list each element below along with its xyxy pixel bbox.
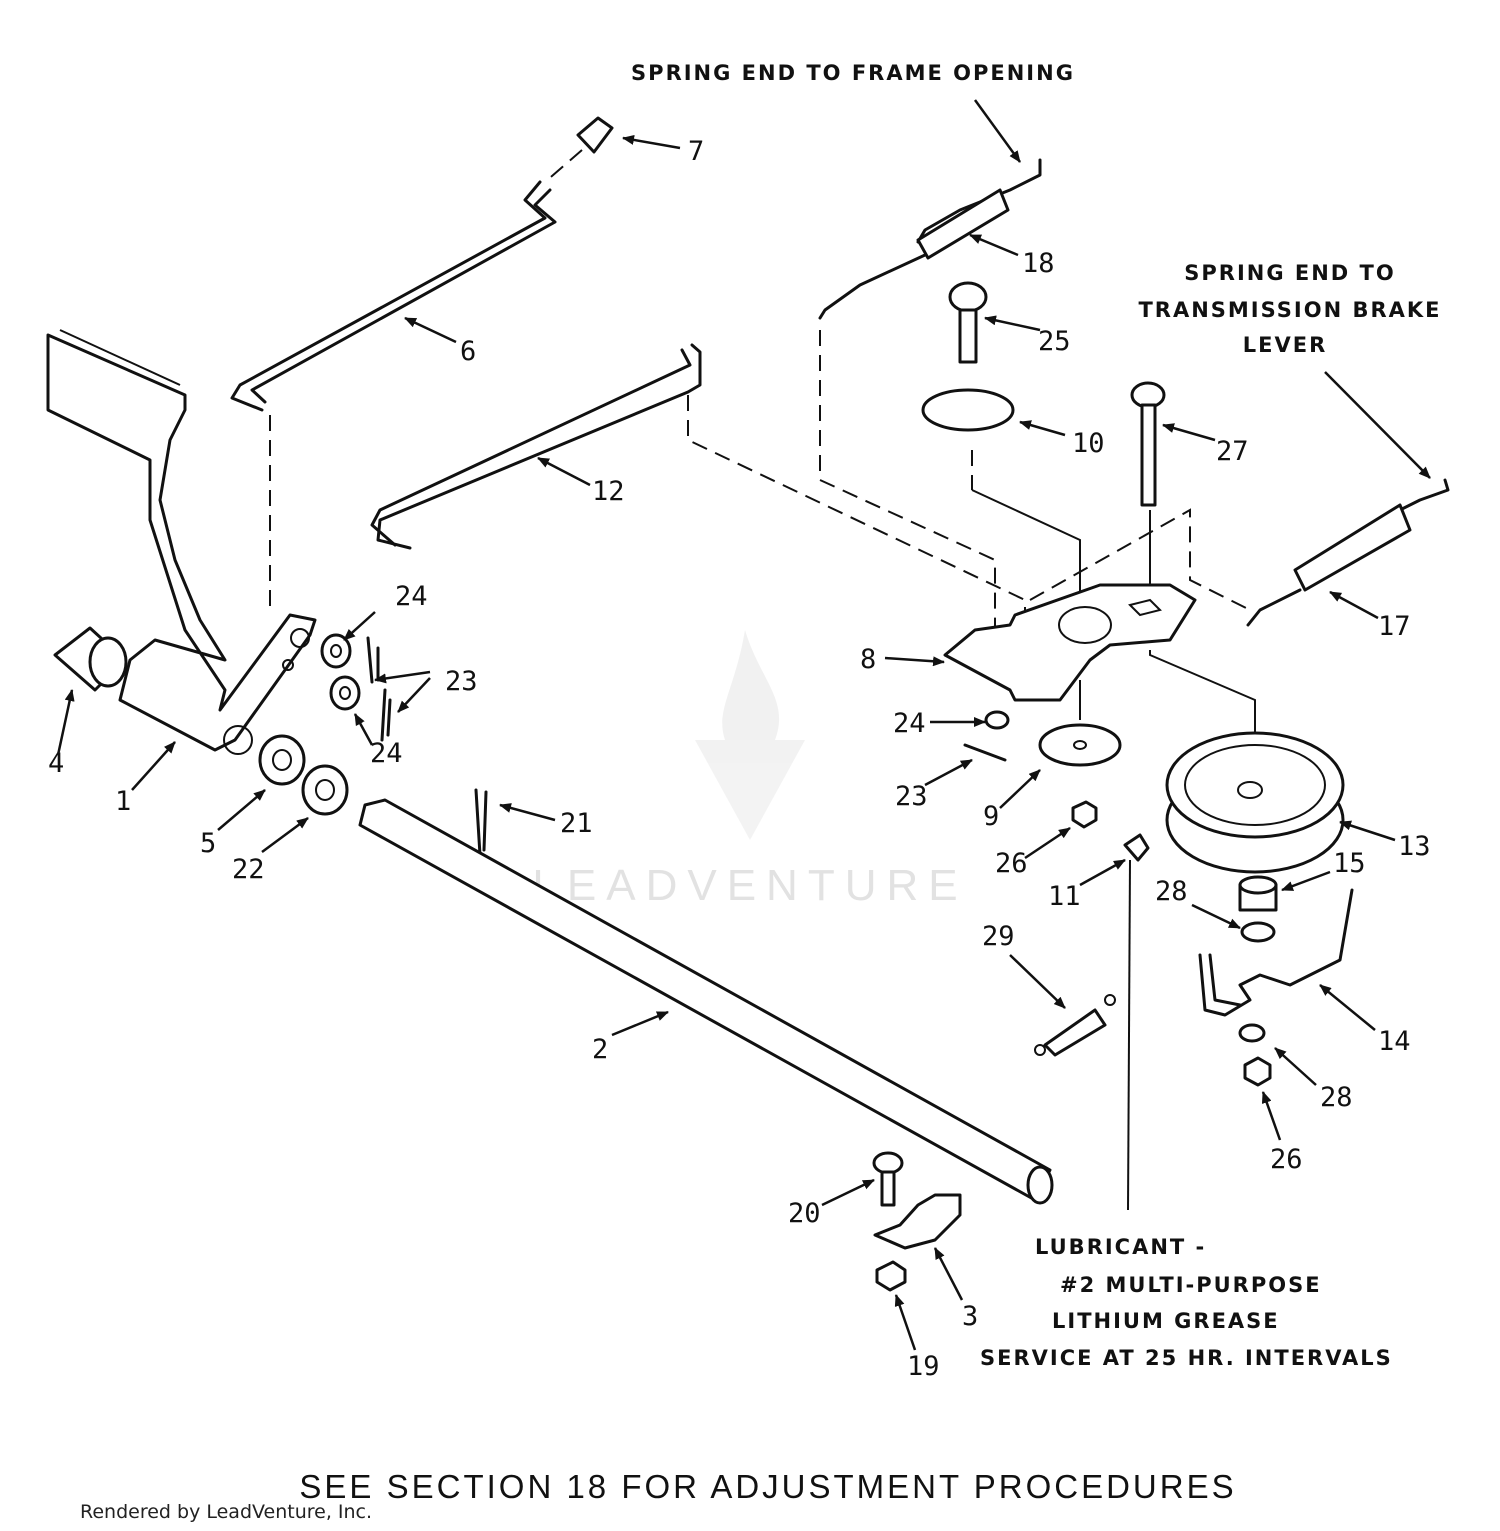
callout-18: 18 (1022, 248, 1055, 279)
callout-23-left: 23 (445, 666, 478, 697)
part-18-spring (818, 158, 1042, 320)
callout-7: 7 (688, 136, 704, 167)
callout-8: 8 (860, 644, 876, 675)
callout-numbers: 7 6 18 25 10 27 12 17 8 24 23 24 4 1 5 2… (48, 136, 1431, 1382)
note-spring-transmission-line3: LEVER (1243, 333, 1328, 357)
part-11-grease-fitting (1123, 833, 1150, 862)
part-9-washer (1038, 723, 1122, 767)
part-25-bolt (948, 281, 988, 364)
callout-3: 3 (962, 1301, 978, 1332)
part-29-spring (1034, 994, 1116, 1057)
watermark-logo (695, 630, 805, 840)
part-26-nut-upper (1071, 800, 1098, 829)
callout-24-lower: 24 (370, 738, 403, 769)
callout-26-lower: 26 (1270, 1144, 1303, 1175)
washers-left (258, 633, 392, 816)
note-spring-transmission-line2: TRANSMISSION BRAKE (1138, 298, 1441, 322)
callout-26-upper: 26 (995, 848, 1028, 879)
note-lubricant-line3: LITHIUM GREASE (1052, 1309, 1280, 1333)
note-spring-transmission-line1: SPRING END TO (1184, 261, 1395, 285)
callout-4: 4 (48, 748, 64, 779)
callout-28-lower: 28 (1320, 1082, 1353, 1113)
part-12-rod (370, 343, 702, 550)
part-23-pin-right (963, 743, 1007, 762)
part-2-shaft (358, 798, 1054, 1205)
note-lubricant-line2: #2 MULTI-PURPOSE (1060, 1273, 1322, 1297)
callout-27: 27 (1216, 436, 1249, 467)
part-13-pulley (1165, 731, 1345, 874)
callout-10: 10 (1072, 428, 1105, 459)
part-7-sleeve (544, 116, 614, 183)
callout-23-right: 23 (895, 781, 928, 812)
part-15-bushing (1238, 875, 1278, 912)
part-6-rod (230, 180, 557, 412)
part-28-washer-upper (1240, 921, 1276, 943)
note-spring-frame: SPRING END TO FRAME OPENING (631, 61, 1075, 85)
callout-14: 14 (1378, 1026, 1411, 1057)
callout-28-upper: 28 (1155, 876, 1188, 907)
callout-19: 19 (907, 1351, 940, 1382)
part-14-rod (1198, 888, 1354, 1017)
callout-1: 1 (115, 786, 131, 817)
callout-29: 29 (982, 921, 1015, 952)
callout-5: 5 (200, 828, 216, 859)
part-19-nut (875, 1260, 907, 1292)
footer-adjustment-note: SEE SECTION 18 FOR ADJUSTMENT PROCEDURES (299, 1468, 1236, 1505)
watermark-text: LEADVENTURE (532, 861, 967, 910)
annotation-notes: SPRING END TO FRAME OPENING SPRING END T… (631, 61, 1441, 1370)
part-3-clamp (873, 1193, 962, 1250)
part-10-washer (921, 388, 1015, 432)
callout-25: 25 (1038, 326, 1071, 357)
callout-2: 2 (592, 1034, 608, 1065)
callout-24-upper: 24 (395, 581, 428, 612)
callout-22: 22 (232, 854, 265, 885)
callout-9: 9 (983, 801, 999, 832)
callout-15: 15 (1333, 848, 1366, 879)
callout-21: 21 (560, 808, 593, 839)
note-lubricant-line4: SERVICE AT 25 HR. INTERVALS (980, 1346, 1393, 1370)
part-4-bushing (53, 626, 128, 692)
part-8-bracket (943, 583, 1197, 702)
part-26-nut-lower (1243, 1056, 1272, 1087)
part-27-bolt (1130, 381, 1166, 507)
part-17-spring (1246, 478, 1450, 627)
callout-11: 11 (1048, 881, 1081, 912)
part-21-pin (474, 788, 488, 857)
callout-13: 13 (1398, 831, 1431, 862)
part-1-pedal (46, 329, 317, 755)
callout-17: 17 (1378, 611, 1411, 642)
callout-20: 20 (788, 1198, 821, 1229)
part-28-washer-lower (1238, 1023, 1266, 1043)
note-lubricant-line1: LUBRICANT - (1035, 1235, 1206, 1259)
part-24-washer-right (984, 710, 1010, 730)
callout-6: 6 (460, 336, 476, 367)
callout-24-right: 24 (893, 708, 926, 739)
callout-leaders (56, 99, 1431, 1351)
callout-12: 12 (592, 476, 625, 507)
render-credit: Rendered by LeadVenture, Inc. (80, 1501, 372, 1523)
part-20-bolt (872, 1151, 904, 1207)
